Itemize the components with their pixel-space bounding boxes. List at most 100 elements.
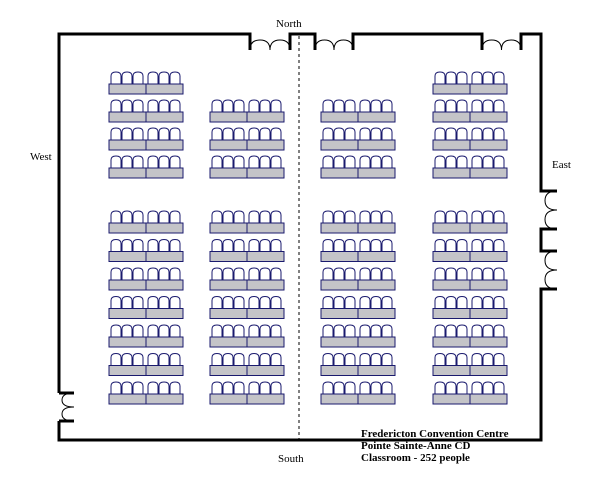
door-east xyxy=(544,190,558,230)
chair xyxy=(147,99,159,112)
chair xyxy=(169,381,181,394)
chair xyxy=(211,210,223,223)
chair xyxy=(233,99,245,112)
chair xyxy=(434,210,446,223)
chair xyxy=(259,210,271,223)
chair xyxy=(456,324,468,337)
table xyxy=(209,393,248,405)
chair xyxy=(248,295,260,309)
table xyxy=(320,365,359,376)
chair xyxy=(169,324,181,337)
chair xyxy=(147,210,159,223)
chair xyxy=(132,99,144,112)
chair xyxy=(121,238,133,252)
chair xyxy=(493,127,505,140)
chair xyxy=(121,352,133,366)
chair xyxy=(270,127,282,140)
table xyxy=(320,251,359,262)
chair xyxy=(359,238,371,252)
chair xyxy=(233,295,245,309)
table xyxy=(108,336,147,348)
chair xyxy=(259,352,271,366)
chair xyxy=(233,381,245,394)
door-north xyxy=(249,39,291,51)
chair xyxy=(211,295,223,309)
chair xyxy=(169,238,181,252)
chair xyxy=(370,324,382,337)
chair xyxy=(121,127,133,140)
chair xyxy=(456,238,468,252)
table-row xyxy=(432,71,508,95)
setup-description: Classroom - 252 people xyxy=(361,452,470,464)
chair xyxy=(233,210,245,223)
table xyxy=(209,336,248,348)
wall-segment xyxy=(288,32,317,50)
chair xyxy=(259,99,271,112)
wall-segment xyxy=(519,32,557,193)
table xyxy=(108,167,147,179)
chair xyxy=(147,295,159,309)
chair xyxy=(471,71,483,84)
table xyxy=(246,167,285,179)
table xyxy=(357,167,396,179)
chair xyxy=(482,155,494,168)
chair xyxy=(322,381,334,394)
table xyxy=(246,365,285,376)
chair xyxy=(132,127,144,140)
table xyxy=(320,393,359,405)
table xyxy=(432,336,471,348)
table-row xyxy=(320,210,396,234)
table xyxy=(432,139,471,151)
chair xyxy=(359,155,371,168)
table-row xyxy=(320,352,396,376)
chair xyxy=(370,127,382,140)
chair xyxy=(333,99,345,112)
table-row xyxy=(108,352,184,376)
table-row xyxy=(320,238,396,262)
chair xyxy=(445,295,457,309)
chair xyxy=(248,267,260,280)
chair xyxy=(158,381,170,394)
chair xyxy=(110,155,122,168)
chair xyxy=(132,381,144,394)
chair xyxy=(344,99,356,112)
chair xyxy=(158,127,170,140)
chair xyxy=(121,99,133,112)
chair xyxy=(493,352,505,366)
chair xyxy=(110,238,122,252)
chair xyxy=(493,267,505,280)
table-row xyxy=(209,238,285,262)
table xyxy=(145,222,184,234)
chair xyxy=(482,71,494,84)
chair xyxy=(110,267,122,280)
chair xyxy=(322,210,334,223)
chair xyxy=(359,295,371,309)
chair xyxy=(222,352,234,366)
chair xyxy=(471,210,483,223)
table xyxy=(246,139,285,151)
chair xyxy=(211,99,223,112)
chair xyxy=(471,99,483,112)
room-walls xyxy=(57,32,557,442)
table xyxy=(108,139,147,151)
door-east xyxy=(544,250,558,290)
chair xyxy=(147,127,159,140)
chair xyxy=(445,210,457,223)
chair xyxy=(233,238,245,252)
wall-segment xyxy=(57,32,252,393)
chair xyxy=(344,352,356,366)
chair xyxy=(471,127,483,140)
chair xyxy=(259,381,271,394)
table xyxy=(246,393,285,405)
chair xyxy=(158,99,170,112)
chair xyxy=(359,99,371,112)
chair xyxy=(344,295,356,309)
chair xyxy=(211,155,223,168)
chair xyxy=(381,352,393,366)
chair xyxy=(121,267,133,280)
table-row xyxy=(432,155,508,179)
chair xyxy=(322,238,334,252)
chair xyxy=(132,295,144,309)
chair xyxy=(211,381,223,394)
